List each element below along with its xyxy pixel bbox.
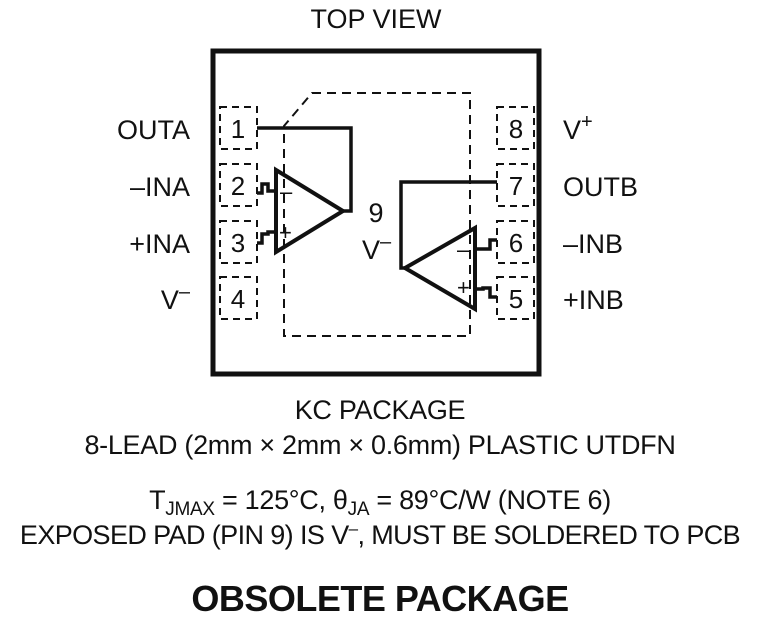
- opamp-a-triangle: [274, 166, 347, 256]
- view-title: TOP VIEW: [310, 4, 442, 34]
- pin-number-3: 3: [231, 228, 245, 258]
- opamp-a-plus-wire: [257, 230, 276, 245]
- pad-number-9: 9: [368, 198, 383, 228]
- package-status: OBSOLETE PACKAGE: [191, 578, 569, 619]
- opamp-a-minus-sign: –: [280, 179, 293, 204]
- pin-name-vplus: V+: [563, 111, 593, 145]
- exposed-pad-note: EXPOSED PAD (PIN 9) IS V–, MUST BE SOLDE…: [19, 519, 741, 550]
- pin-name-ina-plus: +INA: [129, 229, 190, 259]
- pin-pad-8: [496, 106, 535, 150]
- opamp-b-plus-wire: [475, 286, 497, 299]
- package-outline: [210, 48, 542, 377]
- pin-number-5: 5: [509, 284, 523, 314]
- pin-number-2: 2: [231, 171, 245, 201]
- pinout-diagram: TOP VIEW 1 2 3 4 8 7 6 5 OUTA –INA +INA …: [117, 4, 638, 377]
- pin-name-inb-plus: +INB: [563, 285, 624, 315]
- opamp-a-plus-sign: +: [279, 220, 292, 245]
- package-description: 8-LEAD (2mm × 2mm × 0.6mm) PLASTIC UTDFN: [84, 430, 676, 460]
- pin-number-6: 6: [509, 228, 523, 258]
- pin-name-vminus-left: V–: [161, 281, 191, 315]
- opamp-b-output-wire: [399, 180, 497, 270]
- opamp-b-minus-sign: –: [457, 237, 470, 262]
- pin-name-outa: OUTA: [117, 115, 190, 145]
- package-name: KC PACKAGE: [294, 395, 466, 425]
- pin-name-outb: OUTB: [563, 172, 638, 202]
- pin-number-8: 8: [509, 114, 523, 144]
- pad-name-vminus: V–: [362, 231, 392, 265]
- opamp-b-plus-sign: +: [457, 275, 470, 300]
- pin-pad-4: [219, 276, 258, 320]
- opamp-b-triangle: [401, 224, 477, 313]
- opamp-a-output-wire: [257, 126, 353, 213]
- pin-name-inb-minus: –INB: [563, 229, 623, 259]
- pin-number-4: 4: [231, 284, 245, 314]
- pin-number-1: 1: [231, 114, 245, 144]
- pin-pad-7: [496, 163, 535, 207]
- opamp-b-minus-wire: [475, 238, 497, 251]
- pin-pad-2: [219, 163, 258, 207]
- pin-pad-1: [219, 106, 258, 150]
- pin-name-ina-minus: –INA: [130, 172, 190, 202]
- pin-pad-3: [219, 220, 258, 264]
- thermal-spec: TJMAX = 125°C, θJA = 89°C/W (NOTE 6): [149, 485, 611, 520]
- pin-number-7: 7: [509, 171, 523, 201]
- opamp-a-minus-wire: [257, 182, 276, 195]
- pin-pad-6: [496, 220, 535, 264]
